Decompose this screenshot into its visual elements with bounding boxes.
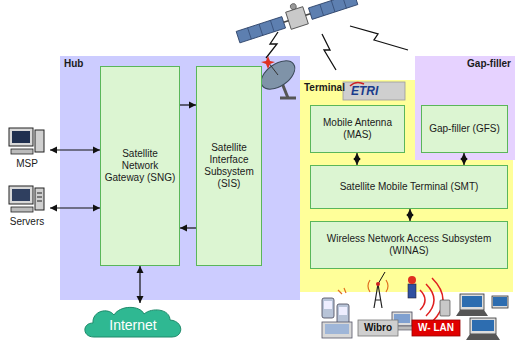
connector-arrow	[180, 227, 196, 228]
computer-icon	[7, 126, 47, 158]
label-box	[358, 320, 398, 336]
node-text: Satellite Mobile Terminal (SMT)	[340, 181, 479, 193]
wibro-devices	[322, 272, 415, 338]
node-text: Internet	[109, 317, 156, 334]
region-fill	[60, 56, 300, 300]
process-box: Satellite Mobile Terminal (SMT)	[310, 165, 508, 209]
logo-banner	[343, 82, 405, 100]
cloud-node: Internet	[80, 303, 186, 341]
text-label: ETRI	[351, 84, 378, 98]
node-text: Mobile Antenna (MAS)	[314, 117, 401, 141]
radio-link	[350, 26, 408, 50]
process-box: Gap-filler (GFS)	[421, 105, 508, 153]
node-text: Gap-filler	[467, 58, 511, 69]
process-box: Wireless Network Access Subsystem (WINAS…	[310, 221, 508, 269]
node-text: Gap-filler (GFS)	[429, 123, 500, 135]
node-text: Satellite Network Gateway (SNG)	[104, 148, 176, 184]
connector-arrow	[463, 153, 464, 165]
process-box: Satellite Network Gateway (SNG)	[100, 66, 180, 266]
connector-arrow	[50, 207, 100, 208]
node-text: MSP	[4, 158, 50, 170]
wlan-devices	[408, 276, 508, 340]
server-node: Servers	[4, 184, 50, 238]
label-box	[412, 320, 460, 336]
hub-region: HubSatellite Network Gateway (SNG) Satell…	[60, 56, 300, 300]
node-text: Hub	[64, 58, 83, 69]
radio-link	[266, 32, 278, 58]
radio-link	[322, 34, 336, 70]
text-label: W- LAN	[418, 322, 454, 333]
region-fill	[415, 56, 515, 160]
satellite	[233, 0, 358, 46]
connector-arrow	[139, 266, 140, 303]
process-box: Mobile Antenna (MAS)	[310, 105, 405, 153]
process-box: Satellite Interface Subsystem (SIS)	[196, 66, 262, 266]
node-text: Terminal	[304, 82, 345, 93]
region-fill	[300, 80, 513, 292]
server-icon	[7, 184, 47, 216]
region-fills	[60, 56, 515, 300]
node-text: Satellite Interface Subsystem (SIS)	[200, 142, 258, 190]
node-text: Wireless Network Access Subsystem (WINAS…	[314, 233, 504, 257]
gapfiller-region: Gap-fillerGap-filler (GFS)	[415, 56, 515, 160]
connector-arrow	[356, 153, 357, 165]
connector-arrow	[180, 104, 196, 105]
dish-antenna	[256, 55, 300, 98]
connector-arrow	[50, 149, 100, 150]
connector-arrow	[409, 209, 410, 221]
text-label: Wibro	[364, 322, 392, 333]
node-text: Servers	[4, 216, 50, 228]
computer-node: MSP	[4, 126, 50, 180]
